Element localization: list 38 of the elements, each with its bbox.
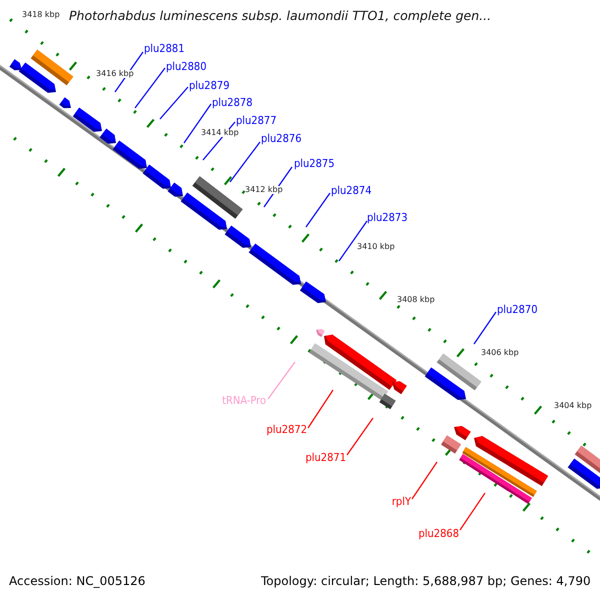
leader-line — [308, 390, 334, 428]
leader-line — [134, 68, 166, 108]
scale-label: 3418 kbp — [22, 11, 60, 19]
title: Photorhabdus luminescens subsp. laumondii TTO1, complete gen... — [69, 10, 492, 22]
leader-line — [268, 362, 296, 400]
leader-line — [412, 462, 438, 500]
gene-label: rplY — [392, 496, 411, 507]
gene-label: plu2871 — [306, 452, 346, 463]
gene-label: plu2880 — [166, 61, 206, 72]
scale-label: 3410 kbp — [357, 243, 395, 251]
gene-label: plu2881 — [144, 43, 184, 54]
scale-label: 3416 kbp — [96, 70, 134, 78]
gene-label: plu2873 — [367, 212, 408, 223]
leader-line — [160, 86, 188, 120]
leader-line — [230, 142, 260, 182]
leader-line — [184, 104, 212, 144]
leader-line — [306, 192, 330, 228]
leader-line — [474, 312, 496, 344]
gene-label: plu2876 — [261, 133, 302, 144]
leader-line — [346, 418, 374, 456]
gene-label: plu2878 — [212, 97, 252, 108]
gene-label: plu2877 — [236, 115, 276, 126]
scale-label: 3408 kbp — [397, 296, 435, 304]
genome-summary-text: Topology: circular; Length: 5,688,987 bp; Genes: 4,790 — [261, 575, 591, 587]
gene-label: plu2872 — [266, 424, 307, 435]
leader-line — [460, 492, 486, 530]
scale-label: 3404 kbp — [554, 402, 592, 410]
gene-label: plu2868 — [418, 528, 459, 539]
leader-line — [338, 220, 368, 262]
gene-label: plu2870 — [497, 304, 538, 315]
accession-text: Accession: NC_005126 — [9, 575, 146, 587]
gene-label: plu2874 — [331, 185, 372, 196]
gene-label: plu2875 — [294, 158, 334, 169]
scale-label: 3414 kbp — [201, 129, 239, 137]
scale-label: 3412 kbp — [245, 186, 283, 194]
scale-label: 3406 kbp — [481, 349, 519, 357]
gene-label: plu2879 — [189, 80, 230, 91]
gene-label: tRNA-Pro — [222, 395, 266, 406]
